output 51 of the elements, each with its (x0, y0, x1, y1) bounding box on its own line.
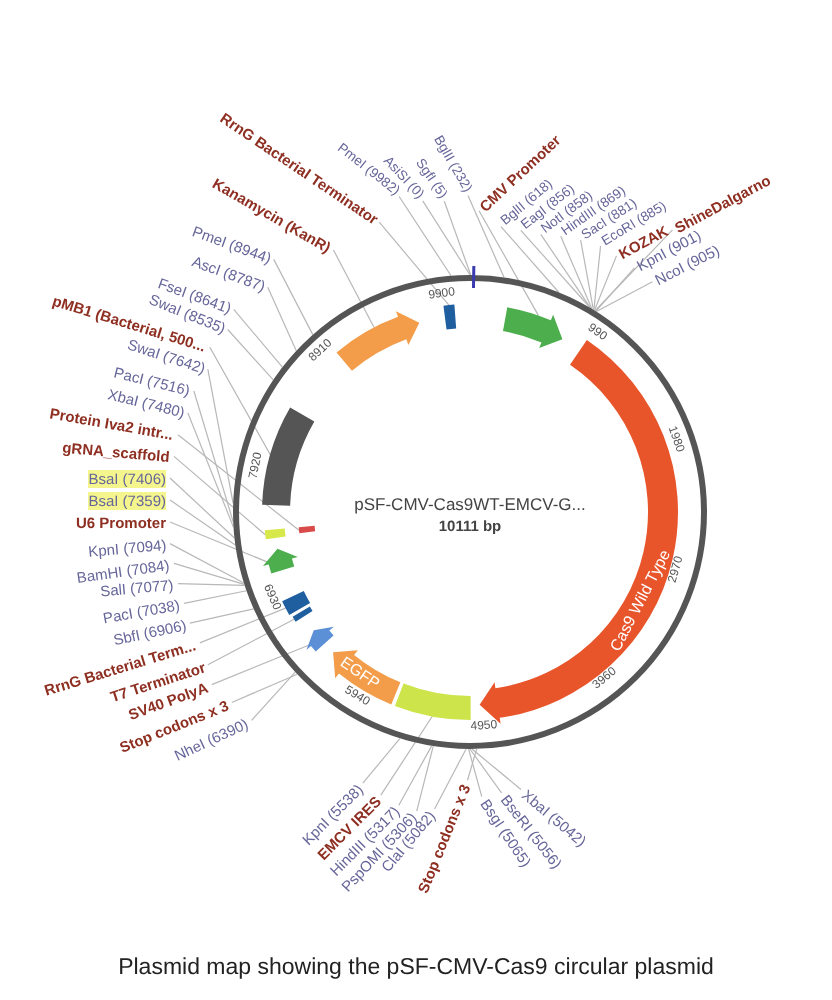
leader-line (207, 618, 295, 666)
leader-line (468, 748, 483, 798)
leader-line (227, 328, 274, 381)
leader-line (189, 608, 255, 624)
leader-line (595, 267, 636, 312)
leader-line (580, 239, 594, 311)
leader-line (199, 607, 287, 644)
leader-line (500, 225, 560, 293)
leader-line (594, 229, 674, 312)
leader-line (332, 249, 375, 329)
leader-line (362, 737, 401, 784)
leader-line (478, 210, 540, 317)
leader-line (466, 748, 478, 781)
leader-line (177, 583, 246, 586)
leader-line (398, 195, 452, 277)
leader-line (595, 281, 654, 313)
leader-line (169, 543, 245, 584)
leader-line (187, 412, 235, 528)
leader-line (183, 590, 248, 604)
leader-line (207, 368, 234, 504)
leader-line (173, 455, 266, 536)
leader-line (177, 434, 300, 531)
leader-line (267, 286, 297, 352)
leader-line (231, 673, 298, 704)
leader-line (471, 748, 522, 791)
leader-line (380, 715, 433, 796)
leader-line (520, 229, 591, 309)
leader-line (467, 194, 505, 279)
leader-line (416, 745, 434, 812)
leader-line (169, 477, 236, 539)
leader-line (169, 521, 269, 563)
leader-line (173, 562, 245, 585)
leader-line (211, 644, 311, 686)
leader-line (378, 221, 450, 306)
leader-line (169, 499, 236, 546)
plasmid-name: pSF-CMV-Cas9WT-EMCV-G... (354, 494, 586, 514)
leader-line (469, 748, 503, 794)
leader-line (273, 258, 314, 336)
leader-line (540, 233, 592, 309)
leader-line (398, 745, 433, 806)
caption: Plasmid map showing the pSF-CMV-Cas9 circular plasmid (116, 956, 716, 980)
leader-line (560, 235, 593, 310)
leader-line (209, 346, 271, 455)
leader-line (233, 308, 283, 368)
leader-line (422, 200, 471, 276)
leader-line (251, 671, 296, 721)
leader-line (593, 245, 602, 311)
leader-line (443, 200, 472, 276)
leader-line (593, 255, 618, 311)
leader-line (193, 390, 234, 523)
leader-line (433, 748, 467, 810)
